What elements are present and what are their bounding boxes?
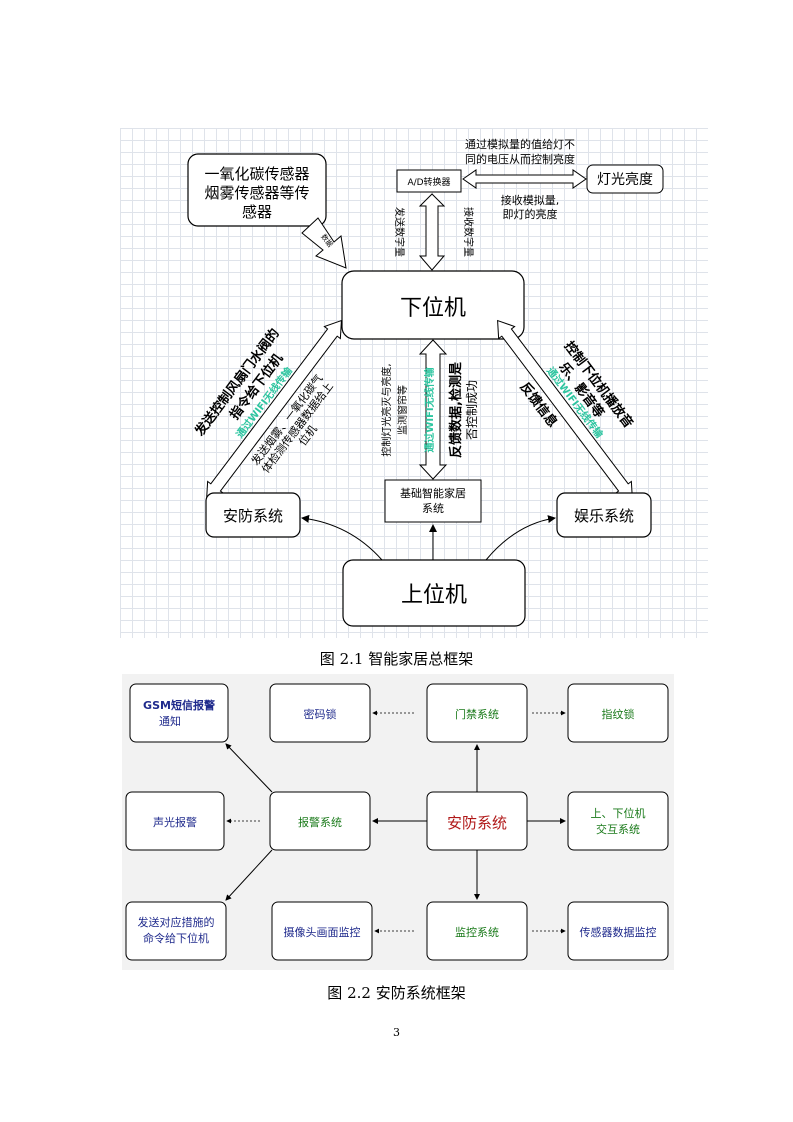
entertainment-box	[556, 492, 652, 538]
monitor-system-label: 监控系统	[455, 925, 499, 939]
interaction-line-1: 上、下位机	[591, 806, 646, 820]
alarm-system-box	[269, 791, 371, 851]
lower-machine-label: 下位机	[400, 296, 466, 321]
monitor-system-box	[426, 901, 528, 961]
center-text-1: 控制灯光亮灭与亮度,	[380, 363, 393, 456]
gsm-line-2: 通知	[159, 714, 181, 728]
center-text-3: 反馈数据,检测是	[448, 361, 464, 458]
password-lock-label: 密码锁	[304, 707, 337, 721]
sensor-line-1: 一氧化碳传感器	[204, 165, 309, 183]
command-line-2: 命令给下位机	[143, 931, 209, 945]
page-number: 3	[393, 1026, 400, 1039]
upper-to-security-arrow	[301, 514, 383, 561]
basic-home-line-2: 系统	[422, 502, 444, 515]
sensor-line-2: 烟雾传感器等传	[204, 184, 309, 202]
entertainment-label: 娱乐系统	[574, 507, 634, 525]
top-note-line-1: 通过模拟量的值给灯不	[465, 137, 575, 151]
bottom-note-line-1: 接收模拟量,	[501, 193, 560, 207]
command-line-1: 发送对应措施的	[138, 915, 215, 929]
bottom-note-line-2: 即灯的亮度	[503, 207, 558, 221]
sensor-box	[187, 153, 327, 227]
center-text-2: 监测窗帘等	[396, 385, 409, 435]
gsm-alert-box	[129, 683, 229, 743]
password-lock-box	[269, 683, 371, 743]
security-system-label: 安防系统	[223, 507, 283, 525]
top-note-line-2: 同的电压从而控制亮度	[465, 152, 575, 166]
gsm-line-1: GSM短信报警	[143, 698, 215, 712]
center-wifi-double-arrow	[418, 339, 448, 480]
smart-home-framework-svg: 一氧化碳传感器 烟雾传感器等传 感器 数据 A/D转换器 灯光亮度 通过模拟量的…	[187, 137, 664, 627]
figure-2-1-caption: 图 2.1 智能家居总框架	[319, 650, 474, 668]
basic-home-line-1: 基础智能家居	[400, 486, 466, 500]
interaction-line-2: 交互系统	[596, 822, 640, 836]
ad-lower-double-arrow	[418, 193, 446, 271]
ad-lamp-double-arrow	[462, 169, 587, 189]
central-security-label: 安防系统	[447, 814, 507, 832]
camera-monitor-label: 摄像头画面监控	[284, 925, 361, 939]
fingerprint-lock-label: 指纹锁	[602, 707, 635, 721]
ad-converter-label: A/D转换器	[407, 176, 450, 188]
sensor-monitor-box	[567, 901, 669, 961]
upper-machine-label: 上位机	[401, 583, 467, 608]
upper-to-entertainment-arrow	[485, 515, 556, 561]
alarm-to-command-arrow	[225, 849, 273, 901]
fingerprint-lock-box	[567, 683, 669, 743]
sound-light-alarm-box	[125, 791, 225, 851]
access-control-label: 门禁系统	[455, 707, 499, 721]
figure-2-2-caption: 图 2.2 安防系统框架	[327, 984, 466, 1002]
basic-home-box	[384, 479, 482, 523]
ad-converter-box	[396, 169, 462, 193]
sensor-data-arrow	[301, 217, 347, 269]
security-system-box	[205, 492, 301, 538]
command-box	[125, 901, 227, 961]
interaction-system-box	[567, 791, 669, 851]
send-digital-label: 发送数字量	[393, 207, 406, 257]
alarm-system-label: 报警系统	[298, 815, 342, 829]
smart-home-framework-diagram: 一氧化碳传感器 烟雾传感器等传 感器 数据 A/D转换器 灯光亮度 通过模拟量的…	[120, 128, 708, 638]
upper-machine-box	[342, 559, 526, 627]
receive-digital-label: 接收数字量	[462, 207, 475, 257]
lower-machine-box	[341, 270, 525, 340]
center-text-4: 否控制成功	[465, 380, 479, 440]
sensor-line-3: 感器	[242, 203, 272, 221]
lamp-brightness-box	[586, 164, 664, 194]
access-control-box	[426, 683, 528, 743]
sound-light-alarm-label: 声光报警	[153, 815, 197, 829]
security-framework-svg: GSM短信报警 通知 密码锁 门禁系统 指纹锁 声光报警 报警系统 安防系统 上…	[125, 683, 669, 961]
sensor-monitor-label: 传感器数据监控	[580, 925, 657, 939]
camera-monitor-box	[271, 901, 373, 961]
security-system-framework-diagram: GSM短信报警 通知 密码锁 门禁系统 指纹锁 声光报警 报警系统 安防系统 上…	[122, 674, 674, 970]
lamp-brightness-label: 灯光亮度	[597, 171, 653, 188]
center-wifi-label: 通过WIFI无线传输	[423, 366, 436, 452]
right-wifi-double-arrow: 控制下位机播放音 乐、影音等 通过WIFI无线传输 反馈信息	[497, 319, 636, 501]
alarm-to-gsm-arrow	[225, 743, 273, 793]
